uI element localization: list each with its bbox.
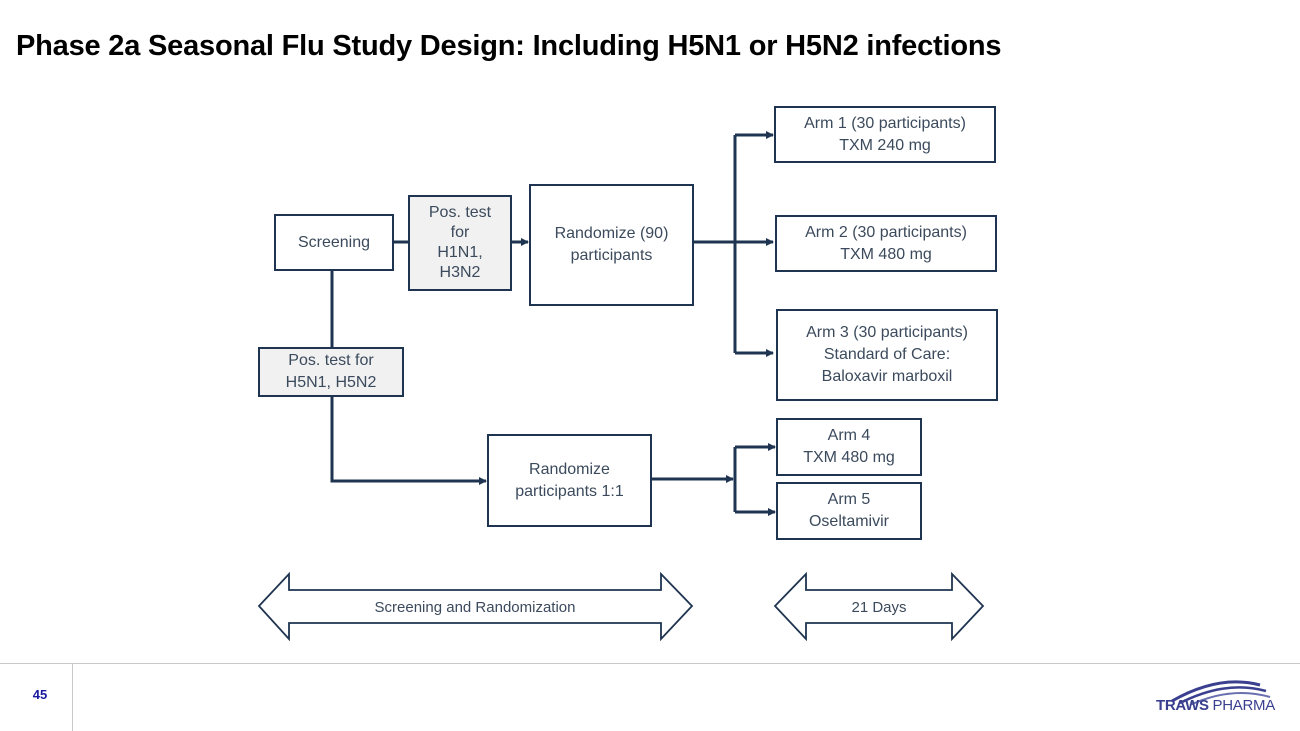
screening-box: Screening [274,214,394,271]
randomize-1to1-box: Randomize participants 1:1 [487,434,652,527]
page-number: 45 [32,687,48,702]
randomize-90-box: Randomize (90) participants [529,184,694,306]
logo-text-pharma: PHARMA [1208,697,1276,714]
phase-arrow-screening [257,571,694,642]
arm1-box: Arm 1 (30 participants) TXM 240 mg [774,106,996,163]
phase-label-screening: Screening and Randomization [374,598,576,616]
arm3-box: Arm 3 (30 participants) Standard of Care… [776,309,998,401]
avian-test-box: Pos. test for H5N1, H5N2 [258,347,404,397]
footer-vertical-divider [72,664,73,731]
seasonal-test-box: Pos. test for H1N1, H3N2 [408,195,512,291]
arm4-box: Arm 4 TXM 480 mg [776,418,922,476]
slide-title: Phase 2a Seasonal Flu Study Design: Incl… [16,30,1002,62]
connector-avian-test-to-randomize [330,396,487,485]
phase-label-21-days: 21 Days [851,598,907,616]
phase-arrow-21-days [773,571,985,642]
arm5-box: Arm 5 Oseltamivir [776,482,922,540]
logo-text: TRAWS PHARMA [1156,697,1275,714]
arm2-box: Arm 2 (30 participants) TXM 480 mg [775,215,997,272]
company-logo: TRAWS PHARMA [1150,675,1275,720]
logo-wave-icon [1171,680,1271,705]
logo-text-traws: TRAWS [1156,697,1209,714]
footer-divider [0,663,1300,664]
